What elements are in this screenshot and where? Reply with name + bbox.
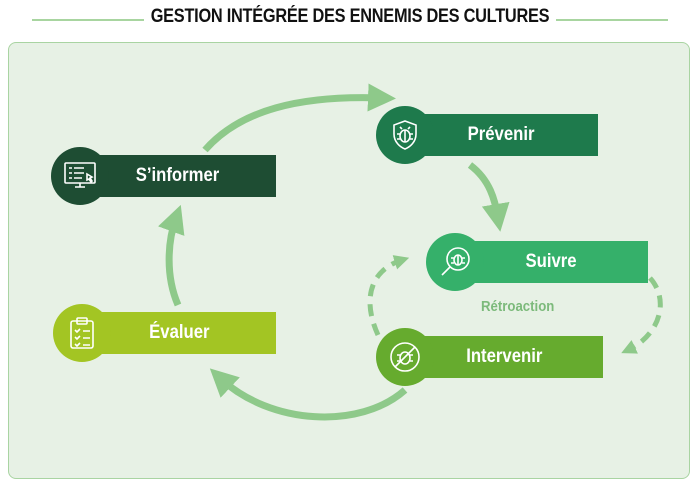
step-intervenir: Intervenir bbox=[376, 328, 603, 386]
page-title: GESTION INTÉGRÉE DES ENNEMIS DES CULTURE… bbox=[150, 6, 550, 27]
clipboard-checklist-icon bbox=[53, 304, 111, 362]
feedback-arrow-intervenir-to-suivre bbox=[367, 255, 410, 337]
step-informer-bar: S’informer bbox=[80, 155, 276, 197]
step-suivre: Suivre bbox=[426, 233, 648, 291]
computer-checklist-icon bbox=[51, 147, 109, 205]
magnifier-bug-icon bbox=[426, 233, 484, 291]
arrow-evaluer-to-informer bbox=[158, 204, 185, 307]
step-evaluer-bar: Évaluer bbox=[82, 312, 276, 354]
no-bug-icon bbox=[376, 328, 434, 386]
step-intervenir-bar: Intervenir bbox=[405, 336, 603, 378]
title-rule-left bbox=[32, 19, 144, 21]
step-prevenir: Prévenir bbox=[376, 106, 598, 164]
step-evaluer: Évaluer bbox=[53, 304, 276, 362]
step-intervenir-label: Intervenir bbox=[465, 346, 543, 367]
arrow-informer-to-prevenir bbox=[202, 83, 396, 153]
step-informer-label: S’informer bbox=[136, 165, 220, 186]
step-prevenir-label: Prévenir bbox=[468, 124, 535, 145]
title-rule-right bbox=[556, 19, 668, 21]
step-prevenir-bar: Prévenir bbox=[405, 114, 598, 156]
step-suivre-bar: Suivre bbox=[455, 241, 648, 283]
header: GESTION INTÉGRÉE DES ENNEMIS DES CULTURE… bbox=[0, 6, 700, 32]
step-suivre-label: Suivre bbox=[525, 251, 578, 272]
shield-bug-icon bbox=[376, 106, 434, 164]
step-evaluer-label: Évaluer bbox=[148, 322, 210, 343]
feedback-label: Rétroaction bbox=[480, 298, 555, 315]
arrow-prevenir-to-suivre bbox=[467, 162, 510, 232]
arrow-intervenir-to-evaluer bbox=[209, 368, 408, 421]
feedback-arrow-suivre-to-intervenir bbox=[621, 276, 663, 354]
step-informer: S’informer bbox=[51, 147, 276, 205]
